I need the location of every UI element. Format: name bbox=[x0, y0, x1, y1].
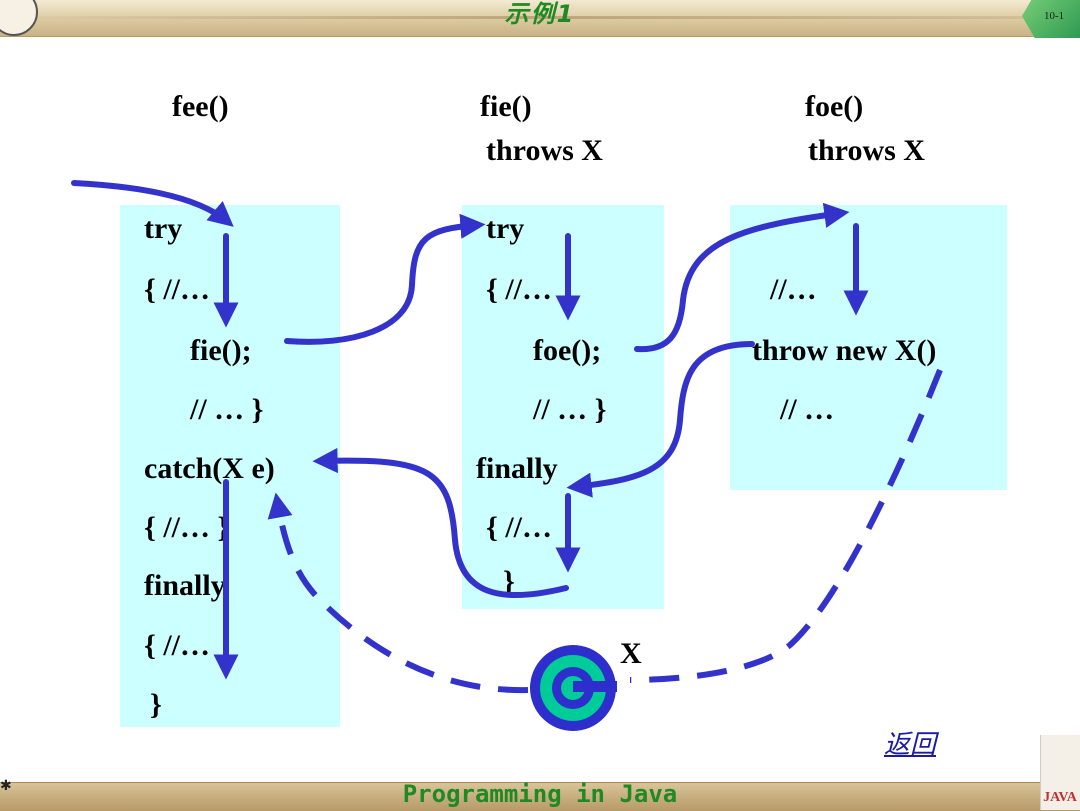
back-link[interactable]: 返回 bbox=[884, 730, 937, 760]
slide-title: 示例1 bbox=[504, 0, 576, 28]
exception-propagation-dashed-right bbox=[629, 368, 943, 683]
page-badge: 10-1 bbox=[1022, 0, 1080, 38]
foe-comment-1: //… bbox=[770, 273, 817, 306]
exception-propagation-dashed-left bbox=[267, 492, 529, 694]
java-logo-text: JAVA bbox=[1043, 790, 1077, 805]
corner-ornament-icon: ✱ bbox=[0, 779, 12, 794]
header-decoration bbox=[0, 16, 1080, 19]
fie-function-name: fie() bbox=[480, 90, 532, 123]
foe-throws-clause: throws X bbox=[808, 134, 925, 167]
entry-arrow bbox=[71, 180, 234, 227]
fee-finally-open: { //… bbox=[144, 629, 210, 662]
fee-call-fie: fie(); bbox=[190, 334, 252, 367]
throw-to-finally-arrow bbox=[566, 341, 755, 498]
fie-to-catch-arrow bbox=[312, 447, 569, 599]
foe-throw-statement: throw new X() bbox=[752, 334, 937, 367]
fee-catch: catch(X e) bbox=[144, 452, 275, 485]
fie-finally-open: { //… bbox=[486, 511, 552, 544]
fee-try-open: { //… bbox=[144, 273, 210, 306]
fee-code-box bbox=[120, 205, 340, 727]
fie-try-open: { //… bbox=[486, 273, 552, 306]
exception-token-icon bbox=[530, 645, 617, 731]
fie-throws-clause: throws X bbox=[486, 134, 603, 167]
fee-finally: finally bbox=[144, 569, 226, 602]
fee-finally-close: } bbox=[150, 688, 162, 721]
header-bar bbox=[0, 0, 1080, 37]
fee-try-close: // … } bbox=[190, 393, 264, 426]
fee-try: try bbox=[144, 212, 183, 245]
fie-code-box bbox=[462, 205, 664, 609]
fie-try-close: // … } bbox=[533, 393, 607, 426]
fie-finally: finally bbox=[476, 452, 558, 485]
fee-catch-body: { //… } bbox=[144, 511, 230, 544]
fee-function-name: fee() bbox=[172, 90, 229, 123]
exception-label: X bbox=[620, 637, 642, 670]
java-cup-logo-icon bbox=[1040, 735, 1080, 810]
fie-try: try bbox=[486, 212, 525, 245]
footer-bar bbox=[0, 782, 1080, 811]
foe-code-box bbox=[730, 205, 1007, 490]
call-foe-arrow bbox=[634, 202, 850, 353]
fie-call-foe: foe(); bbox=[533, 334, 602, 367]
footer-title: Programming in Java bbox=[402, 780, 678, 808]
foe-function-name: foe() bbox=[805, 90, 864, 123]
foe-comment-2: // … bbox=[780, 393, 835, 426]
call-fie-arrow bbox=[284, 213, 486, 345]
fie-finally-close: } bbox=[503, 565, 515, 598]
